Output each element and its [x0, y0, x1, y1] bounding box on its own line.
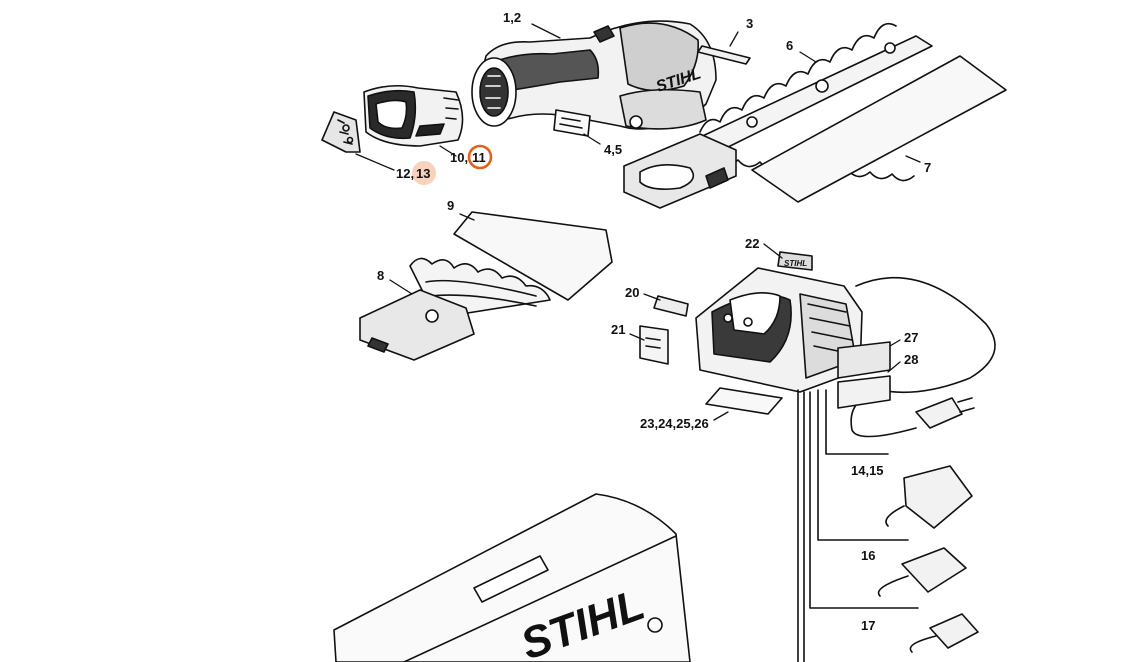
callout-12[interactable]: 12, — [396, 166, 414, 181]
callout-7[interactable]: 7 — [924, 160, 931, 175]
callout-22[interactable]: 22 — [745, 236, 759, 251]
adhesive-strip — [697, 45, 751, 65]
callout-9[interactable]: 9 — [447, 198, 454, 213]
callout-17[interactable]: 17 — [861, 618, 875, 633]
callout-4-5[interactable]: 4,5 — [604, 142, 622, 157]
power-plug-eu — [915, 397, 975, 429]
battery-charger — [695, 267, 996, 662]
callout-20[interactable]: 20 — [625, 285, 639, 300]
callout-1-2[interactable]: 1,2 — [503, 10, 521, 25]
shrub-shear-blade — [359, 257, 551, 361]
callout-8[interactable]: 8 — [377, 268, 384, 283]
charger-label-set: STIHL — [639, 251, 891, 415]
leader-lines — [355, 23, 921, 421]
battery-pack — [363, 84, 464, 147]
motor-housing: STIHL — [471, 20, 717, 130]
callout-3[interactable]: 3 — [746, 16, 753, 31]
callout-10[interactable]: 10, — [450, 150, 468, 165]
callout-21[interactable]: 21 — [611, 322, 625, 337]
hedge-blade-guard — [751, 55, 1007, 203]
shrub-blade-guard — [453, 211, 613, 301]
callout-highlight-11 — [467, 144, 493, 170]
power-plug-uk — [885, 465, 973, 529]
callout-highlight-13 — [412, 161, 436, 185]
callout-14-15[interactable]: 14,15 — [851, 463, 884, 478]
callout-6[interactable]: 6 — [786, 38, 793, 53]
callout-13[interactable]: 13 — [416, 166, 430, 181]
callout-16[interactable]: 16 — [861, 548, 875, 563]
callout-23-26[interactable]: 23,24,25,26 — [640, 416, 709, 431]
callout-labels: 1,2 3 4,5 6 7 8 9 10, 11 12, 13 14,15 16… — [377, 10, 931, 633]
callout-28[interactable]: 28 — [904, 352, 918, 367]
power-plug-us — [909, 613, 979, 653]
battery-cover-plate — [321, 111, 361, 153]
callout-27[interactable]: 27 — [904, 330, 918, 345]
power-plug-au — [877, 547, 967, 597]
charger-brand-mark: STIHL — [784, 259, 807, 268]
carry-case: STIHL — [333, 493, 691, 662]
callout-11[interactable]: 11 — [472, 150, 486, 165]
